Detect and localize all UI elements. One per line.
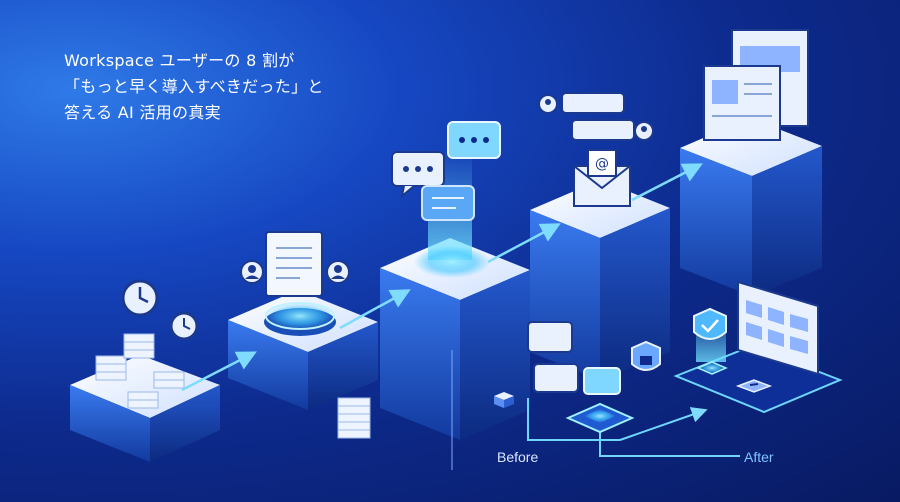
before-label: Before [497, 449, 539, 465]
email-icon: @ [573, 149, 631, 207]
chat-bubble-icon [561, 92, 635, 141]
sync-chip [735, 379, 773, 393]
chat-bubble-icon [391, 151, 445, 199]
shield-check-icon [693, 307, 728, 375]
headline-line-1: Workspace ユーザーの 8 割が [64, 51, 295, 70]
arrow-icon [181, 163, 703, 392]
document-stack-icon [337, 397, 371, 439]
scanner-disc [264, 302, 336, 336]
clock-icon [169, 311, 199, 341]
after-platform [673, 344, 843, 414]
user-icon [326, 260, 350, 284]
pedestal-3 [380, 238, 530, 440]
lock-icon [631, 340, 661, 371]
small-cube [494, 392, 514, 408]
headline: Workspace ユーザーの 8 割が 「もっと早く導入すべきだった」と 答え… [64, 48, 324, 126]
user-icon [538, 94, 558, 114]
headline-line-2: 「もっと早く導入すべきだった」と [64, 77, 324, 96]
document-stack-icon [95, 333, 185, 409]
clock-icon [121, 279, 159, 317]
document-icon [265, 231, 323, 297]
processing-chip [565, 402, 635, 434]
browser-window-icon [737, 280, 819, 376]
browser-window-icon [703, 29, 809, 141]
after-label: After [744, 449, 774, 465]
user-icon [240, 260, 264, 284]
pedestal-5 [680, 118, 822, 296]
chat-bubble-icon [447, 121, 501, 159]
headline-line-3: 答える AI 活用の真実 [64, 103, 221, 122]
workflow-circuit [527, 398, 740, 457]
chat-bubble-icon [527, 321, 621, 395]
user-icon [634, 121, 654, 141]
chat-bubble-icon [421, 185, 475, 221]
svg-text:@: @ [595, 156, 609, 172]
